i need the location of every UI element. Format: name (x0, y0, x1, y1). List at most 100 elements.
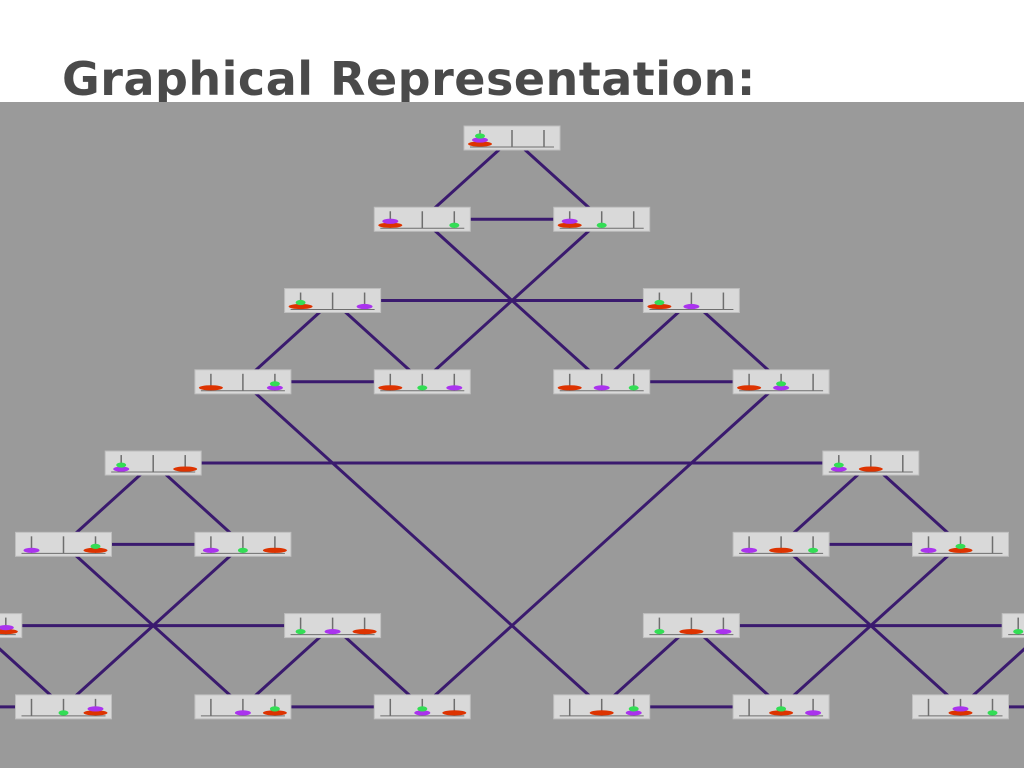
graph-edge (62, 461, 155, 546)
disk (262, 710, 287, 716)
disk (295, 299, 306, 306)
disk (741, 547, 758, 553)
disk (324, 628, 341, 635)
disk (776, 381, 787, 387)
state-node (15, 531, 112, 557)
graph-edge (421, 136, 514, 221)
graph-edge (510, 136, 603, 221)
disk (805, 710, 822, 716)
disk (628, 385, 639, 391)
disk (475, 133, 485, 139)
graph-edge (959, 647, 1024, 708)
state-node (284, 288, 382, 314)
disk (628, 706, 639, 712)
state-node (463, 125, 561, 151)
state-node (553, 694, 651, 720)
graph-edge (600, 624, 693, 708)
state-node (104, 450, 202, 476)
state-node (912, 531, 1009, 557)
disk (442, 710, 467, 716)
disk (382, 218, 399, 224)
state-node (732, 694, 830, 720)
disk (987, 710, 998, 716)
disk (237, 547, 248, 553)
state-node (732, 369, 830, 395)
state-node (194, 369, 292, 395)
disk (0, 628, 18, 635)
state-node (15, 694, 112, 720)
disk (173, 466, 198, 472)
disk (378, 222, 403, 228)
disk (920, 547, 937, 553)
disk (557, 222, 582, 228)
state-node (373, 369, 471, 395)
disk (683, 303, 700, 310)
state-node (553, 206, 651, 232)
disk (468, 141, 492, 147)
disk (83, 710, 108, 716)
disk (948, 710, 973, 716)
disk (557, 385, 582, 391)
state-node (553, 369, 651, 395)
disk (83, 547, 108, 553)
disk (414, 710, 431, 716)
disk (808, 547, 819, 553)
disk (654, 628, 665, 635)
graph-edge (331, 299, 424, 383)
disk (737, 385, 762, 391)
disk (769, 547, 794, 553)
hanoi-state-graph (0, 125, 1024, 720)
graph-edge (152, 461, 244, 546)
disk (202, 547, 219, 553)
disk (715, 628, 732, 635)
disk (266, 385, 283, 391)
state-node (1001, 613, 1024, 639)
edge-layer (0, 136, 1024, 709)
graph-edge (600, 299, 693, 383)
graph-edge (241, 299, 334, 383)
state-node (912, 694, 1009, 720)
disk (948, 547, 973, 553)
disk (417, 385, 428, 391)
disk (356, 303, 373, 310)
state-node (194, 694, 292, 720)
disk (116, 462, 127, 468)
disk (769, 710, 794, 716)
disk (773, 385, 790, 391)
disk (625, 710, 642, 716)
disk (654, 299, 665, 306)
disk (269, 706, 280, 712)
disk (593, 385, 610, 391)
disk (352, 628, 377, 635)
disk (830, 466, 847, 472)
disk (561, 218, 578, 224)
state-node (0, 613, 23, 639)
disk (679, 628, 704, 635)
disk (198, 385, 223, 391)
state-node (822, 450, 920, 476)
disk (589, 710, 614, 716)
disk (87, 706, 104, 712)
disk (776, 706, 787, 712)
disk (952, 706, 969, 712)
disk (295, 628, 306, 635)
disk (0, 624, 14, 631)
disk (417, 706, 428, 712)
disk (58, 710, 69, 716)
disk (378, 385, 403, 391)
slide-title: Graphical Representation: (62, 52, 756, 106)
disk (647, 303, 672, 310)
disk (234, 710, 251, 716)
graph-edge (241, 380, 603, 708)
state-node (732, 531, 830, 557)
state-graph-panel (0, 102, 1024, 768)
state-node (642, 288, 740, 314)
state-node (194, 531, 292, 557)
graph-edge (241, 624, 334, 708)
disk (858, 466, 883, 472)
graph-edge (331, 624, 424, 708)
disk (833, 462, 844, 468)
graph-edge (421, 380, 783, 708)
disk (269, 381, 280, 387)
graph-edge (0, 647, 65, 708)
